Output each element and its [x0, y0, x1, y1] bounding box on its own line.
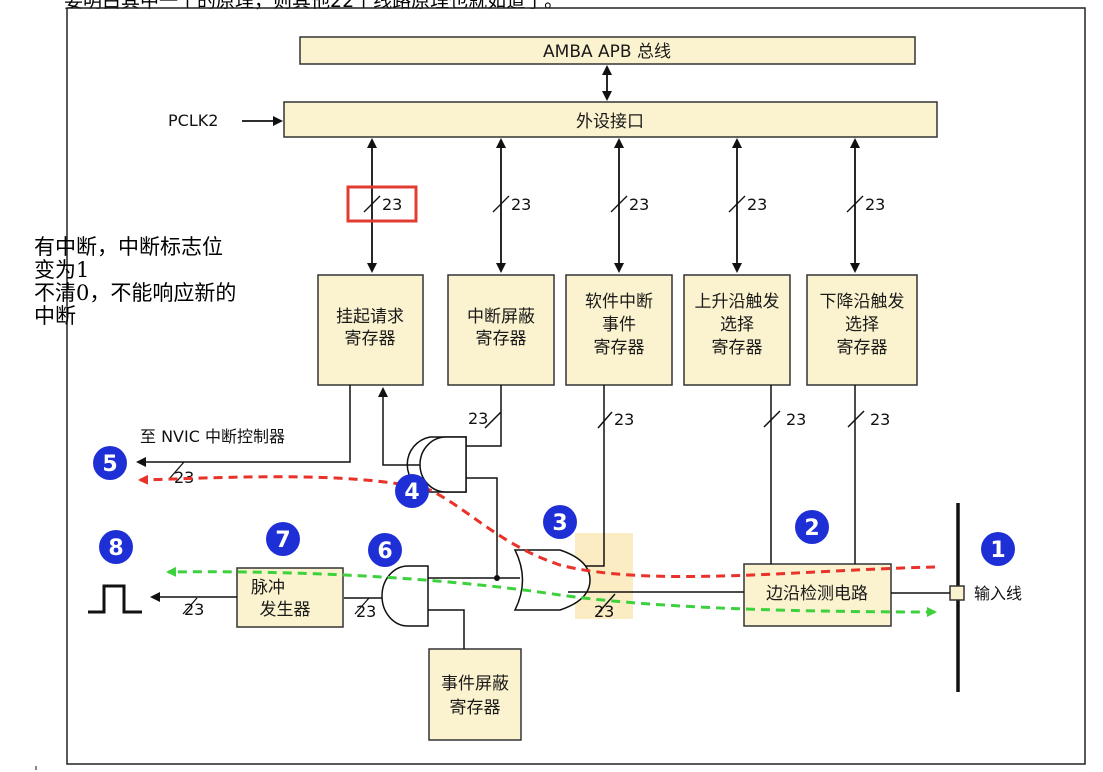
- interrupt-mask-line1: 中断屏蔽: [467, 307, 535, 327]
- trigger-wires: [763, 385, 865, 564]
- interrupt-and-gate-shape: [419, 436, 467, 493]
- input-line-label: 输入线: [974, 584, 1022, 603]
- rising-trigger-register-box: [683, 274, 791, 386]
- event-signal-path: [166, 566, 937, 617]
- step-8-marker: [99, 530, 133, 564]
- rising-trigger-line1: 上升沿触发: [695, 292, 780, 312]
- software-interrupt-line2: 事件: [602, 315, 636, 335]
- width-label-swi-lower: 23: [614, 410, 634, 429]
- pulse-generator-line1: 脉冲: [251, 578, 285, 598]
- width-label-falling: 23: [865, 195, 885, 214]
- width-label-mask: 23: [511, 195, 531, 214]
- width-label-mask-lower: 23: [468, 409, 488, 428]
- width-label-falling-lower: 23: [870, 410, 890, 429]
- event-mask-wire: [428, 609, 465, 649]
- note-line-3: 不清0，不能响应新的: [34, 281, 237, 305]
- rising-trigger-line3: 寄存器: [712, 338, 763, 358]
- event-and-gate: [381, 565, 429, 627]
- pending-register-line1: 挂起请求: [336, 307, 404, 327]
- step-8-label: 8: [108, 536, 123, 561]
- amba-apb-bus-box: [299, 36, 916, 65]
- nvic-label: 至 NVIC 中断控制器: [140, 427, 285, 446]
- step-2-label: 2: [804, 516, 819, 541]
- width-label-event: 23: [356, 602, 376, 621]
- step-7-label: 7: [275, 528, 290, 553]
- edge-detect-label: 边沿检测电路: [766, 584, 868, 604]
- software-interrupt-register-box: [565, 274, 673, 386]
- event-mask-line2: 寄存器: [450, 698, 501, 718]
- step-7-marker: [266, 522, 300, 556]
- width-label-swi: 23: [629, 195, 649, 214]
- annotation-note: 有中断，中断标志位 变为1 不清0，不能响应新的 中断: [34, 236, 324, 328]
- step-4-label: 4: [404, 480, 419, 505]
- step-3-marker: [543, 505, 577, 539]
- event-mask-register-box: [428, 648, 522, 741]
- header-fragment: 要明白其中一个的原理，则其他22个线路原理也就如道了。: [64, 0, 564, 12]
- pulse-waveform-icon: [88, 584, 142, 614]
- pending-register-line2: 寄存器: [345, 329, 396, 349]
- or-gate: [513, 549, 591, 611]
- step-1-label: 1: [990, 538, 1005, 563]
- pulse-generator-line2: 发生器: [260, 600, 311, 620]
- software-interrupt-line3: 寄存器: [594, 338, 645, 358]
- falling-trigger-line3: 寄存器: [837, 338, 888, 358]
- peripheral-interface-box: [283, 101, 938, 138]
- step-6-label: 6: [377, 539, 392, 564]
- register-bus-links: [367, 138, 860, 273]
- width-label-rising: 23: [747, 195, 767, 214]
- step-5-label: 5: [102, 452, 117, 477]
- width-label-rising-lower: 23: [786, 410, 806, 429]
- software-interrupt-line1: 软件中断: [585, 292, 653, 312]
- width-label-or: 23: [594, 602, 614, 621]
- peripheral-interface-label: 外设接口: [576, 112, 644, 132]
- step-6-marker: [368, 533, 402, 567]
- page-mark: [35, 766, 37, 770]
- pclk2-label: PCLK2: [168, 111, 218, 130]
- pending-to-nvic-wire: [136, 385, 351, 467]
- step-4-marker: [395, 474, 429, 508]
- step-markers: 1 2 3 4 5 6 7 8: [93, 446, 1015, 567]
- width-label-pulse: 23: [184, 600, 204, 619]
- nvic-width-slash: [169, 461, 185, 479]
- width-label-pending: 23: [382, 195, 402, 214]
- step-1-marker: [981, 532, 1015, 566]
- junction-dot: [494, 575, 500, 581]
- note-line-2: 变为1: [34, 258, 90, 282]
- highlight-box: [346, 185, 418, 223]
- interrupt-mask-line2: 寄存器: [476, 329, 527, 349]
- interrupt-signal-path: [138, 474, 936, 579]
- pending-register-box: [317, 274, 424, 386]
- falling-trigger-line2: 选择: [845, 315, 879, 335]
- step-2-marker: [795, 510, 829, 544]
- note-line-4: 中断: [34, 304, 76, 328]
- falling-trigger-register-box: [806, 274, 918, 386]
- bus-width-slashes: [363, 195, 864, 213]
- and-to-pending-wire: [378, 387, 420, 466]
- step-5-marker: [93, 446, 127, 480]
- step-3-label: 3: [552, 511, 567, 536]
- event-mask-line1: 事件屏蔽: [441, 674, 509, 694]
- diagram-frame: [66, 7, 1086, 765]
- amba-apb-bus-label: AMBA APB 总线: [543, 42, 671, 62]
- input-pin: [949, 585, 965, 601]
- falling-trigger-line1: 下降沿触发: [820, 292, 905, 312]
- mask-wire: [466, 385, 502, 447]
- note-line-1: 有中断，中断标志位: [34, 235, 223, 259]
- rising-trigger-line2: 选择: [720, 315, 754, 335]
